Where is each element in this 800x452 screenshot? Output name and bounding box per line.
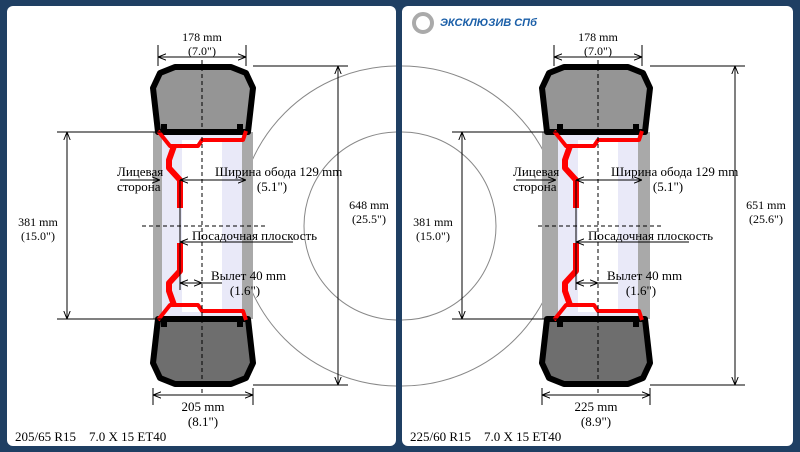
rim-profile-bottom xyxy=(156,303,248,322)
tire-width-top-mm: 178 mm xyxy=(578,30,618,44)
bead-icon xyxy=(557,124,563,132)
face-side-label: Лицевая xyxy=(513,164,559,179)
bead-icon xyxy=(633,124,639,132)
face-side-label: сторона xyxy=(513,179,557,194)
rim-profile-top xyxy=(552,129,644,148)
bead-icon xyxy=(237,124,243,132)
tire-diagram-left: 178 mm (7.0") 648 mm (25.5") 381 mm (15.… xyxy=(7,6,396,446)
tire-width-mm: 205 mm xyxy=(182,399,225,414)
rim-width-label: Ширина обода 129 mm xyxy=(215,164,342,179)
tire-spec-label: 205/65 R15 7.0 X 15 ET40 xyxy=(15,429,166,444)
bead-icon xyxy=(633,319,639,327)
outer-diameter-in: (25.6") xyxy=(749,212,783,226)
tire-diagram-right: 178 mm (7.0") 651 mm (25.6") 381 mm (15.… xyxy=(402,6,793,446)
bead-icon xyxy=(161,319,167,327)
bead-icon xyxy=(161,124,167,132)
tire-spec-label: 225/60 R15 7.0 X 15 ET40 xyxy=(410,429,561,444)
rim-diameter-in: (15.0") xyxy=(416,229,450,243)
bead-icon xyxy=(237,319,243,327)
rim-diameter-circle xyxy=(303,131,396,321)
outer-diameter-in: (25.5") xyxy=(352,212,386,226)
tire-section-top xyxy=(539,64,653,135)
rim-width-label: Ширина обода 129 mm xyxy=(611,164,738,179)
offset-label: Вылет 40 mm xyxy=(607,268,682,283)
rim-width-in: (5.1") xyxy=(257,179,287,194)
mounting-plane-label: Посадочная плоскость xyxy=(588,228,713,243)
brand-name: ЭКСКЛЮЗИВ СПб xyxy=(440,17,537,29)
rim-diameter-mm: 381 mm xyxy=(18,215,58,229)
outer-diameter-mm: 648 mm xyxy=(349,198,389,212)
rim-width-in: (5.1") xyxy=(653,179,683,194)
tire-section-bottom xyxy=(539,316,653,387)
offset-in: (1.6") xyxy=(230,283,260,298)
rim-profile-bottom xyxy=(552,303,644,322)
rim-diameter-mm: 381 mm xyxy=(413,215,453,229)
tire-width-top-in: (7.0") xyxy=(188,44,216,58)
mounting-plane-label: Посадочная плоскость xyxy=(192,228,317,243)
brand-logo: ЭКСКЛЮЗИВ СПб xyxy=(410,12,537,34)
bead-icon xyxy=(557,319,563,327)
tire-width-top-mm: 178 mm xyxy=(182,30,222,44)
face-side-label: сторона xyxy=(117,179,161,194)
offset-in: (1.6") xyxy=(626,283,656,298)
tire-width-top-in: (7.0") xyxy=(584,44,612,58)
rim-diameter-in: (15.0") xyxy=(21,229,55,243)
tire-width-in: (8.1") xyxy=(188,414,218,429)
tire-width-mm: 225 mm xyxy=(575,399,618,414)
rim-profile-top xyxy=(156,129,248,148)
offset-label: Вылет 40 mm xyxy=(211,268,286,283)
outer-diameter-mm: 651 mm xyxy=(746,198,786,212)
tire-section-bottom xyxy=(150,316,256,387)
tire-section-top xyxy=(150,64,256,135)
logo-icon xyxy=(412,12,434,34)
tire-width-in: (8.9") xyxy=(581,414,611,429)
face-side-label: Лицевая xyxy=(117,164,163,179)
rim-diameter-circle xyxy=(402,131,497,321)
